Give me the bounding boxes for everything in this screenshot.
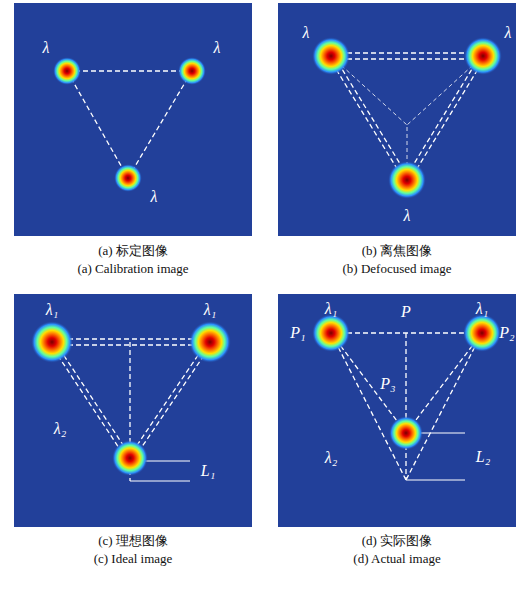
symbol-label: P₃ xyxy=(380,376,395,392)
panel-caption: (b) 离焦图像 xyxy=(362,244,432,257)
panel-caption: (d) 实际图像 xyxy=(362,534,432,547)
symbol-label: λ₂ xyxy=(325,450,338,466)
symbol-label: λ₁ xyxy=(204,302,217,318)
symbol-label: λ₁ xyxy=(46,302,59,318)
symbol-label: λ₁ xyxy=(476,301,489,317)
symbol-label: λ xyxy=(43,40,50,56)
symbol-label: P₂ xyxy=(499,325,514,341)
symbol-label: λ xyxy=(505,25,512,41)
ideal-panel xyxy=(14,294,252,527)
symbol-label: λ xyxy=(303,25,310,41)
panel-caption: (c) Ideal image xyxy=(94,552,173,565)
symbol-label: λ₂ xyxy=(54,421,67,437)
image-panel: λ λ λ (b) 离焦图像 (b) Defocused image xyxy=(278,3,516,283)
image-panel: λ₁ Pλ₁ P₁ P₂ P₃ λ₂ L₂ (d) 实际图像 (d) Actual image xyxy=(278,294,516,574)
panel-caption: (c) 理想图像 xyxy=(98,534,168,547)
symbol-label: P xyxy=(401,304,411,320)
panel-caption: (a) 标定图像 xyxy=(98,244,168,257)
symbol-label: L₂ xyxy=(476,449,490,465)
calibration-panel xyxy=(14,3,252,236)
defocused-panel xyxy=(278,3,516,236)
panel-caption: (d) Actual image xyxy=(353,552,440,565)
symbol-label: λ xyxy=(404,208,411,224)
image-panel: λ₁ λ₁ λ₂ L₁ (c) 理想图像 (c) Ideal image xyxy=(14,294,252,574)
panel-caption: (b) Defocused image xyxy=(342,262,451,275)
symbol-label: L₁ xyxy=(201,463,215,479)
actual-panel xyxy=(278,294,516,527)
symbol-label: λ₁ xyxy=(325,301,338,317)
symbol-label: λ xyxy=(151,189,158,205)
symbol-label: λ xyxy=(214,40,221,56)
symbol-label: P₁ xyxy=(290,325,305,341)
panel-caption: (a) Calibration image xyxy=(77,262,188,275)
image-panel: λ λ λ (a) 标定图像 (a) Calibration image xyxy=(14,3,252,283)
